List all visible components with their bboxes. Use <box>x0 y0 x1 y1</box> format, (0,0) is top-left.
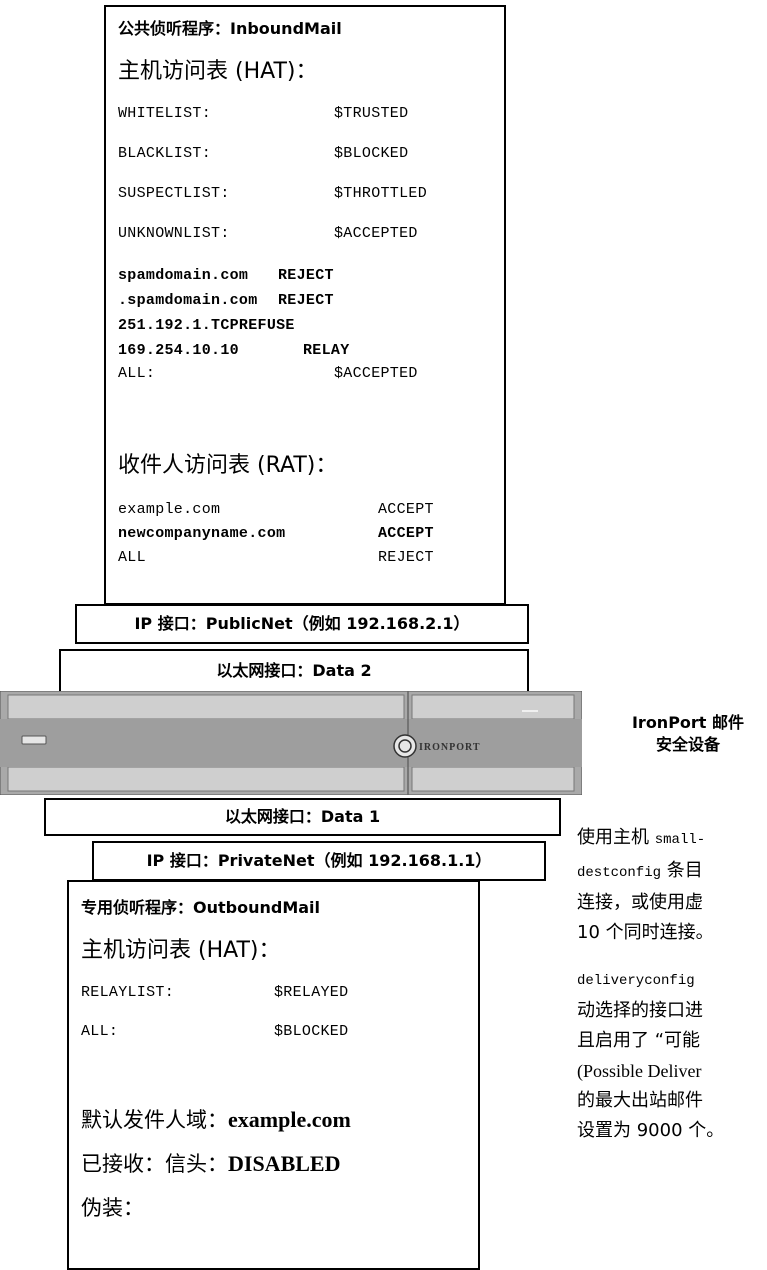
appliance-caption-line2: 安全设备 <box>655 735 720 754</box>
ethernet-data2-label: 以太网接口：Data 2 <box>216 661 372 680</box>
appliance-illustration: IRONPORT <box>0 690 583 796</box>
side-note: 使用主机 small- destconfig 条目 连接，或使用虚 10 个同时… <box>577 822 767 1146</box>
public-ip-interface-box: IP 接口：PublicNet（例如 192.168.2.1） <box>75 604 529 644</box>
hat-row: RELAYLIST: $RELAYED <box>81 984 461 1001</box>
hat-row: SUSPECTLIST: $THROTTLED <box>118 185 498 202</box>
rat-row-name: ALL <box>118 549 146 566</box>
hat-row-policy: $ACCEPTED <box>334 365 418 382</box>
hat-row-name: RELAYLIST: <box>81 984 175 1001</box>
side-note-line: 使用主机 small- <box>577 822 767 855</box>
inbound-listener-box: 公共侦听程序：InboundMail 主机访问表 (HAT)： WHITELIS… <box>104 5 506 605</box>
side-note-line: 设置为 9000 个。 <box>577 1120 725 1141</box>
hat-row: UNKNOWNLIST: $ACCEPTED <box>118 225 498 242</box>
ethernet-data1-label: 以太网接口：Data 1 <box>224 807 381 826</box>
outbound-listener-title: 专用侦听程序：OutboundMail <box>81 898 321 917</box>
rat-row-policy: ACCEPT <box>378 525 434 542</box>
outbound-listener-box: 专用侦听程序：OutboundMail 主机访问表 (HAT)： RELAYLI… <box>67 880 480 1270</box>
side-note-code: small- <box>654 832 706 848</box>
side-note-text: 使用主机 <box>577 827 655 848</box>
hat-row: 251.192.1.TCPREFUSE <box>118 317 498 334</box>
hat-row-policy: $RELAYED <box>274 984 349 1001</box>
appliance-caption: IronPort 邮件 安全设备 <box>618 712 758 756</box>
hat-row: ALL: $ACCEPTED <box>118 365 498 382</box>
side-note-text: 条目 <box>661 860 703 881</box>
rat-heading: 收件人访问表 (RAT)： <box>118 453 338 478</box>
hat-row: spamdomain.com REJECT <box>118 267 498 284</box>
hat-row-policy: $TRUSTED <box>334 105 409 122</box>
hat-row: WHITELIST: $TRUSTED <box>118 105 498 122</box>
hat-row: BLACKLIST: $BLOCKED <box>118 145 498 162</box>
ethernet-data1-box: 以太网接口：Data 1 <box>44 798 561 836</box>
hat-row-policy: RELAY <box>303 342 350 359</box>
hat-row-name: 251.192.1.TCPREFUSE <box>118 317 295 334</box>
appliance-brand-text: IRONPORT <box>419 742 481 753</box>
outbound-hat-heading: 主机访问表 (HAT)： <box>81 938 281 963</box>
hat-row-policy: $THROTTLED <box>334 185 428 202</box>
public-ip-interface-label: IP 接口：PublicNet（例如 192.168.2.1） <box>134 614 470 633</box>
private-ip-interface-label: IP 接口：PrivateNet（例如 192.168.1.1） <box>146 851 492 870</box>
received-header-value: DISABLED <box>228 1151 341 1176</box>
rat-row-name: example.com <box>118 501 221 518</box>
appliance-caption-line1: IronPort 邮件 <box>631 713 745 732</box>
hat-row-name: 169.254.10.10 <box>118 342 239 359</box>
hat-row: .spamdomain.com REJECT <box>118 292 498 309</box>
side-note-line: (Possible Deliver <box>577 1061 702 1081</box>
hat-row-policy: $BLOCKED <box>334 145 409 162</box>
rat-row-policy: REJECT <box>378 549 434 566</box>
side-note-line: deliveryconfig <box>577 973 695 989</box>
private-ip-interface-box: IP 接口：PrivateNet（例如 192.168.1.1） <box>92 841 546 881</box>
hat-row-policy: REJECT <box>278 292 334 309</box>
default-sender-domain: 默认发件人域：example.com <box>81 1104 351 1134</box>
rat-row: example.com ACCEPT <box>118 501 498 518</box>
hat-row-policy: $BLOCKED <box>274 1023 349 1040</box>
inbound-listener-title: 公共侦听程序：InboundMail <box>118 19 342 38</box>
hat-row: ALL: $BLOCKED <box>81 1023 461 1040</box>
hat-row-name: ALL: <box>81 1023 119 1040</box>
side-note-line: destconfig 条目 <box>577 855 767 888</box>
rat-row-policy: ACCEPT <box>378 501 434 518</box>
default-sender-domain-label: 默认发件人域： <box>81 1108 228 1132</box>
hat-row-policy: REJECT <box>278 267 334 284</box>
ethernet-data2-box: 以太网接口：Data 2 <box>59 649 529 693</box>
rat-row-name: newcompanyname.com <box>118 525 286 542</box>
side-note-line: 动选择的接口进 <box>577 1000 703 1021</box>
masquerade-label: 伪装： <box>81 1196 144 1220</box>
hat-row-name: BLACKLIST: <box>118 145 212 162</box>
hat-row-name: ALL: <box>118 365 156 382</box>
rat-row: newcompanyname.com ACCEPT <box>118 525 498 542</box>
hat-row: 169.254.10.10 RELAY <box>118 342 498 359</box>
received-header-label: 已接收：信头： <box>81 1152 228 1176</box>
hat-row-name: .spamdomain.com <box>118 292 258 309</box>
masquerade: 伪装： <box>81 1192 144 1222</box>
received-header: 已接收：信头：DISABLED <box>81 1148 340 1178</box>
inbound-hat-heading: 主机访问表 (HAT)： <box>118 59 318 84</box>
side-note-line: 连接，或使用虚 <box>577 892 703 913</box>
hat-row-name: UNKNOWNLIST: <box>118 225 230 242</box>
hat-row-name: SUSPECTLIST: <box>118 185 230 202</box>
hat-row-name: WHITELIST: <box>118 105 212 122</box>
rat-row: ALL REJECT <box>118 549 498 566</box>
side-note-line: 10 个同时连接。 <box>577 922 714 943</box>
hat-row-policy: $ACCEPTED <box>334 225 418 242</box>
side-note-line: 且启用了 “可能 <box>577 1030 701 1051</box>
default-sender-domain-value: example.com <box>228 1107 351 1132</box>
hat-row-name: spamdomain.com <box>118 267 249 284</box>
ironport-appliance: IRONPORT <box>0 690 583 796</box>
side-note-code: destconfig <box>577 865 662 881</box>
side-note-line: 的最大出站邮件 <box>577 1090 703 1111</box>
